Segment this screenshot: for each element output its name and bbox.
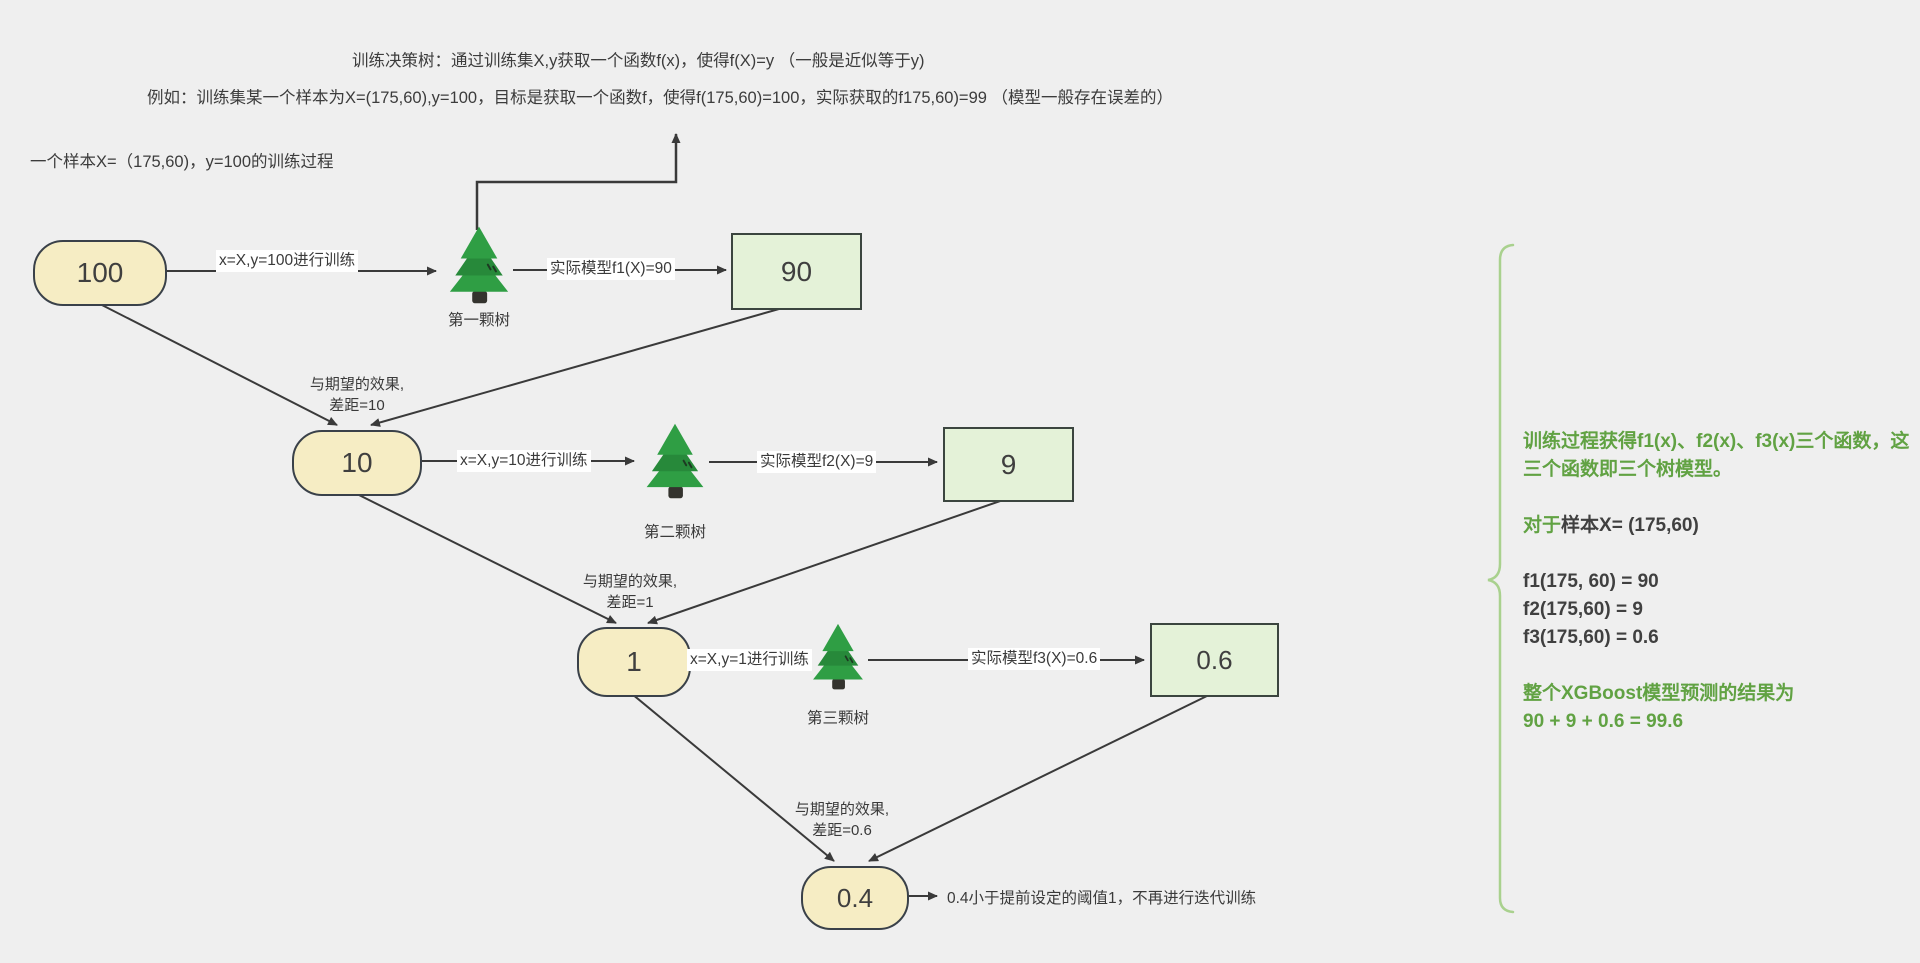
gap-line1: 与期望的效果, <box>794 801 890 818</box>
result-f2: f2(175,60) = 9 <box>1523 599 1643 620</box>
edge-100-to-10 <box>97 302 338 426</box>
stop-condition-label: 0.4小于提前设定的阈值1，不再进行迭代训练 <box>947 890 1257 907</box>
gap-line2: 差距=10 <box>329 397 385 414</box>
train-edge-label-2: x=X,y=10进行训练 <box>457 450 591 472</box>
gap-line2: 差距=1 <box>606 594 654 611</box>
result-f3: f3(175,60) = 0.6 <box>1523 627 1659 648</box>
tree-caption-2: 第二颗树 <box>643 524 706 541</box>
tree-icon-1 <box>448 226 510 305</box>
header-line2: 例如：训练集某一个样本为X=(175,60),y=100，目标是获取一个函数f，… <box>147 89 1174 107</box>
summary-total-line2: 90 + 9 + 0.6 = 99.6 <box>1523 711 1684 732</box>
tree-caption-3: 第三颗树 <box>806 710 869 727</box>
gap-line2: 差距=0.6 <box>812 822 872 839</box>
tree-icon-2 <box>645 422 705 500</box>
output-value: 9 <box>1000 448 1017 480</box>
edge-to-example-text <box>475 133 681 230</box>
curly-brace <box>1487 243 1515 914</box>
residual-node-10: 10 <box>292 430 422 496</box>
result-f1: f1(175, 60) = 90 <box>1523 571 1659 592</box>
summary-total-line1: 整个XGBoost模型预测的结果为 <box>1523 683 1795 704</box>
gap-label-3: 与期望的效果, 差距=0.6 <box>757 799 927 841</box>
gap-line1: 与期望的效果, <box>582 573 678 590</box>
model-edge-label-1: 实际模型f1(X)=90 <box>547 258 675 280</box>
residual-value: 100 <box>76 257 124 288</box>
summary-para2-prefix: 对于 <box>1523 515 1562 536</box>
gap-label-2: 与期望的效果, 差距=1 <box>545 571 715 613</box>
residual-node-04: 0.4 <box>801 866 909 930</box>
model-edge-label-2: 实际模型f2(X)=9 <box>757 451 877 473</box>
model-edge-label-3: 实际模型f3(X)=0.6 <box>968 648 1101 670</box>
output-box-06: 0.6 <box>1150 623 1279 697</box>
tree-icon-3 <box>812 622 864 691</box>
train-edge-label-1: x=X,y=100进行训练 <box>216 250 359 272</box>
output-box-9: 9 <box>943 427 1074 502</box>
residual-value: 10 <box>341 447 373 478</box>
intro-label: 一个样本X=（175,60)，y=100的训练过程 <box>30 153 334 171</box>
edge-90-to-10 <box>370 306 787 427</box>
residual-value: 1 <box>626 646 642 677</box>
output-value: 90 <box>780 255 813 287</box>
edge-9-to-1 <box>647 498 1007 625</box>
summary-para2-sample: 样本X= (175,60) <box>1561 515 1699 536</box>
summary-panel: 训练过程获得f1(x)、f2(x)、f3(x)三个函数，这三个函数即三个树模型。… <box>1523 428 1915 736</box>
edge-10-to-1 <box>354 492 617 624</box>
summary-para1: 训练过程获得f1(x)、f2(x)、f3(x)三个函数，这三个函数即三个树模型。 <box>1523 431 1910 480</box>
header-line1: 训练决策树：通过训练集X,y获取一个函数f(x)，使得f(X)=y （一般是近似… <box>352 52 925 70</box>
residual-node-100: 100 <box>33 240 167 306</box>
edge-1-to-04 <box>631 693 835 862</box>
output-box-90: 90 <box>731 233 862 310</box>
train-edge-label-3: x=X,y=1进行训练 <box>687 649 812 671</box>
gap-label-1: 与期望的效果, 差距=10 <box>272 374 442 416</box>
residual-value: 0.4 <box>836 882 874 913</box>
edge-06-to-04 <box>868 693 1212 862</box>
output-value: 0.6 <box>1196 644 1233 675</box>
tree-caption-1: 第一颗树 <box>447 312 510 329</box>
residual-node-1: 1 <box>577 627 691 697</box>
gap-line1: 与期望的效果, <box>309 376 405 393</box>
summary-para2: 对于样本X= (175,60) <box>1523 512 1915 540</box>
